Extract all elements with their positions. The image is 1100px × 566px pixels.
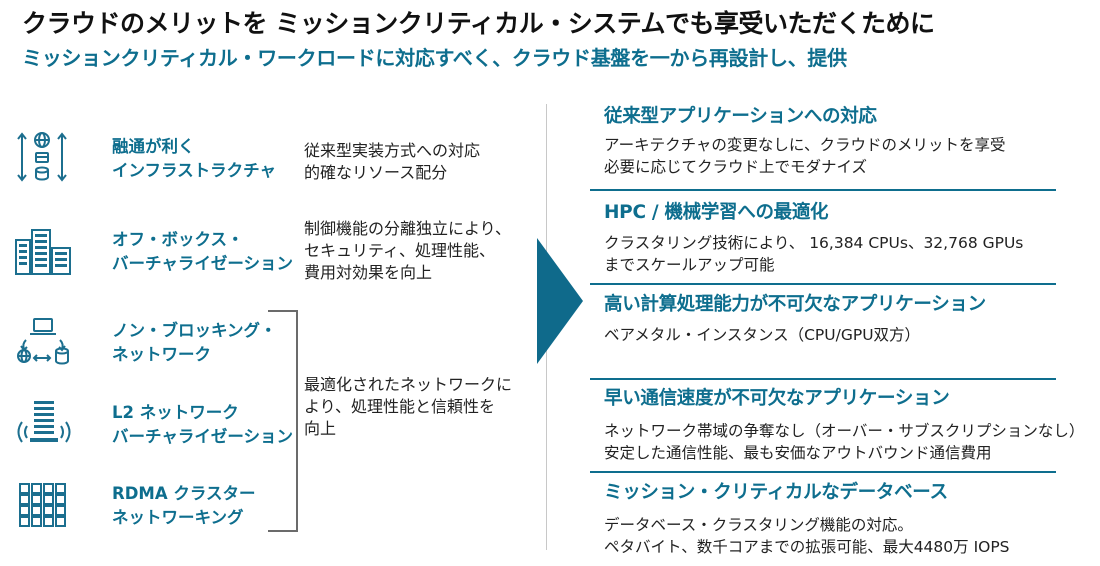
- page-title: クラウドのメリットを ミッションクリティカル・システムでも享受いただくために: [22, 9, 935, 38]
- feature-label-off-box-virtualization: オフ・ボックス・バーチャライゼーション: [112, 230, 294, 273]
- page-subtitle: ミッションクリティカル・ワークロードに対応すべく、クラウド基盤を一から再設計し、…: [22, 46, 847, 70]
- non-blocking-network-icon: [17, 318, 69, 365]
- benefit-heading-legacy-apps: 従来型アプリケーションへの対応: [604, 106, 877, 127]
- off-box-server-icon: [15, 229, 71, 275]
- network-group-bracket: [268, 310, 298, 532]
- description-infrastructure: 従来型実装方式への対応的確なリソース配分: [304, 141, 481, 182]
- benefit-divider: [590, 471, 1056, 473]
- benefit-text-network-speed: ネットワーク帯域の争奪なし（オーバー・サブスクリプションなし）安定した通信性能、…: [604, 422, 1085, 462]
- feature-label-l2-virtualization: L2 ネットワークバーチャライゼーション: [112, 403, 294, 446]
- benefit-heading-database: ミッション・クリティカルなデータベース: [604, 482, 948, 503]
- feature-label-flexible-infrastructure: 融通が利くインフラストラクチャ: [112, 137, 277, 180]
- benefit-text-database: データベース・クラスタリング機能の対応。ペタバイト、数千コアまでの拡張可能、最大…: [604, 516, 1010, 556]
- benefit-heading-network-speed: 早い通信速度が不可欠なアプリケーション: [604, 388, 950, 409]
- benefit-text-compute: ベアメタル・インスタンス（CPU/GPU双方）: [604, 326, 921, 344]
- feature-label-non-blocking-network: ノン・ブロッキング・ネットワーク: [112, 321, 277, 364]
- benefit-text-legacy-apps: アーキテクチャの変更なしに、クラウドのメリットを享受必要に応じてクラウド上でモダ…: [604, 136, 1006, 176]
- description-network: 最適化されたネットワークにより、処理性能と信頼性を向上: [304, 375, 513, 438]
- chevron-right-icon: [537, 238, 583, 364]
- feature-label-rdma-cluster: RDMA クラスターネットワーキング: [112, 484, 256, 527]
- l2-network-icon: [17, 401, 71, 443]
- benefit-divider: [590, 378, 1056, 380]
- benefit-heading-compute: 高い計算処理能力が不可欠なアプリケーション: [604, 294, 986, 315]
- flexible-infrastructure-icon: [17, 132, 67, 182]
- benefit-heading-hpc-ml: HPC / 機械学習への最適化: [604, 202, 829, 223]
- benefit-divider: [590, 189, 1056, 191]
- rdma-cluster-icon: [19, 483, 66, 527]
- benefit-divider: [590, 283, 1056, 285]
- description-virtualization: 制御機能の分離独立により、セキュリティ、処理性能、費用対効果を向上: [304, 219, 512, 282]
